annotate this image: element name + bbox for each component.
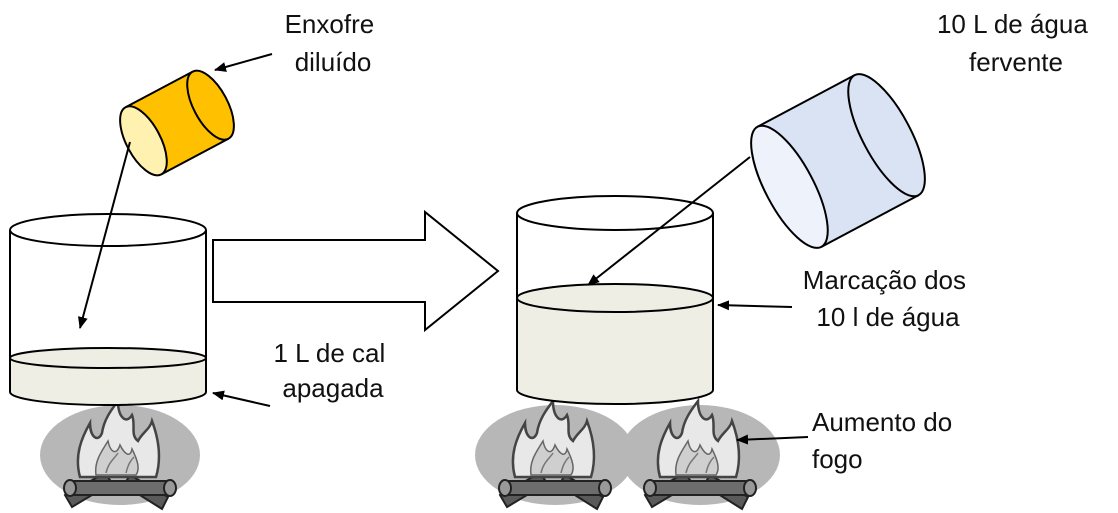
fire-icon [618, 399, 782, 511]
marking-label: Marcação dos 10 l de água [803, 265, 974, 332]
sulfur-container-icon [119, 69, 235, 177]
pot-icon [516, 195, 714, 405]
sulfur-label: Enxofre diluído [285, 9, 382, 77]
pot-icon [9, 213, 207, 406]
sulfur-label-arrow [214, 53, 273, 72]
sulfur-pour-arrow [78, 141, 131, 329]
fire-icon [473, 399, 637, 511]
lime-label-arrow [212, 390, 271, 407]
fire-label-arrow [736, 434, 809, 445]
marking-label-arrow [717, 300, 793, 311]
lime-label: 1 L de cal apagada [273, 338, 392, 403]
boiling-water-label: 10 L de água fervente [937, 9, 1095, 77]
water-container-icon [750, 73, 926, 249]
process-arrow-icon [212, 209, 500, 333]
fire-icon [38, 399, 202, 511]
water-pour-arrow [587, 156, 751, 286]
fire-label: Aumento do fogo [812, 407, 959, 474]
